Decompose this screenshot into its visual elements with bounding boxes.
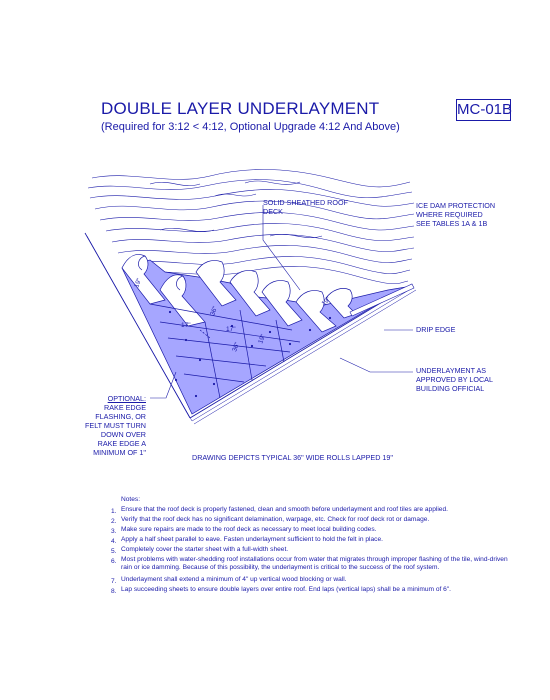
optional-label-heading: OPTIONAL:: [107, 394, 146, 403]
underlayment-label: UNDERLAYMENT AS APPROVED BY LOCAL BUILDI…: [416, 366, 493, 393]
roll-4: [229, 270, 271, 317]
ice-dam-label: ICE DAM PROTECTION WHERE REQUIRED SEE TA…: [416, 201, 495, 228]
deck-edges: [84, 232, 417, 425]
optional-label: OPTIONAL: RAKE EDGE FLASHING, OR FELT MU…: [52, 394, 146, 457]
deck-label-line: DECK: [263, 207, 283, 216]
note-number: 6.: [111, 558, 117, 565]
ice-dam-label-line: ICE DAM PROTECTION: [416, 201, 496, 210]
ice-dam-label-line: SEE TABLES 1A & 1B: [416, 219, 488, 228]
dimension-label: 17": [181, 322, 191, 329]
dimension-label: 36": [209, 305, 219, 317]
note-number: 1.: [111, 508, 117, 515]
note-number: 7.: [111, 578, 117, 585]
optional-label-line: RAKE EDGE A: [97, 439, 146, 448]
dimension-label: 17": [226, 326, 236, 333]
roll-2: [159, 274, 206, 327]
note-number: 4.: [111, 538, 117, 545]
drawing-code-box: MC-01B: [456, 99, 512, 121]
note-text: Completely cover the starter sheet with …: [121, 546, 289, 553]
deck-label-line: SOLID SHEATHED ROOF: [263, 198, 348, 207]
page-title: DOUBLE LAYER UNDERLAYMENT: [101, 99, 380, 118]
drip-edge-label: DRIP EDGE: [416, 325, 456, 334]
note-number: 2.: [111, 518, 117, 525]
roll-5: [261, 280, 303, 327]
optional-label-line: DOWN OVER: [100, 430, 146, 439]
dimension-label: 19": [133, 277, 143, 289]
note-number: 3.: [111, 528, 117, 535]
underlayment-label-line: BUILDING OFFICIAL: [416, 384, 485, 393]
note-number: 5.: [111, 548, 117, 555]
note-text: Underlayment shall extend a minimum of 4…: [121, 576, 347, 583]
note-text: Verify that the roof deck has no signifi…: [121, 516, 430, 523]
note-text: Apply a half sheet parallel to eave. Fas…: [121, 536, 383, 543]
dimension-label: 19": [257, 333, 267, 345]
notes-heading: Notes:: [121, 496, 141, 503]
note-number: 8.: [111, 588, 117, 595]
note-text: Lap succeeding sheets to ensure double l…: [121, 586, 452, 593]
underlayment-label-line: UNDERLAYMENT AS: [416, 366, 487, 375]
note-text: Ensure that the roof deck is properly fa…: [121, 506, 448, 513]
roll-1: [121, 254, 166, 305]
leader-lines: [150, 205, 413, 399]
dimension-label: 36": [231, 341, 241, 353]
optional-label-line: FELT MUST TURN: [85, 421, 146, 430]
page-subtitle: (Required for 3:12 < 4:12, Optional Upgr…: [101, 121, 400, 133]
drip-edge: [349, 283, 415, 317]
optional-label-line: FLASHING, OR: [95, 412, 146, 421]
fasteners: [168, 310, 332, 398]
roll-7: [325, 288, 357, 319]
roll-3: [195, 260, 237, 307]
drawing-caption: DRAWING DEPICTS TYPICAL 36" WIDE ROLLS L…: [192, 453, 393, 462]
wood-grain: [87, 169, 415, 285]
note-text: Most problems with water-shedding roof i…: [121, 556, 508, 572]
underlayment-label-line: APPROVED BY LOCAL: [416, 375, 493, 384]
optional-label-line: RAKE EDGE: [104, 403, 146, 412]
optional-label-line: MINIMUM OF 1": [93, 448, 146, 457]
ice-dam-label-line: WHERE REQUIRED: [416, 210, 483, 219]
note-text: Make sure repairs are made to the roof d…: [121, 526, 377, 533]
roll-6: [295, 290, 337, 333]
underlayment-sheets: [121, 254, 407, 415]
deck-label: SOLID SHEATHED ROOF DECK: [263, 198, 348, 216]
